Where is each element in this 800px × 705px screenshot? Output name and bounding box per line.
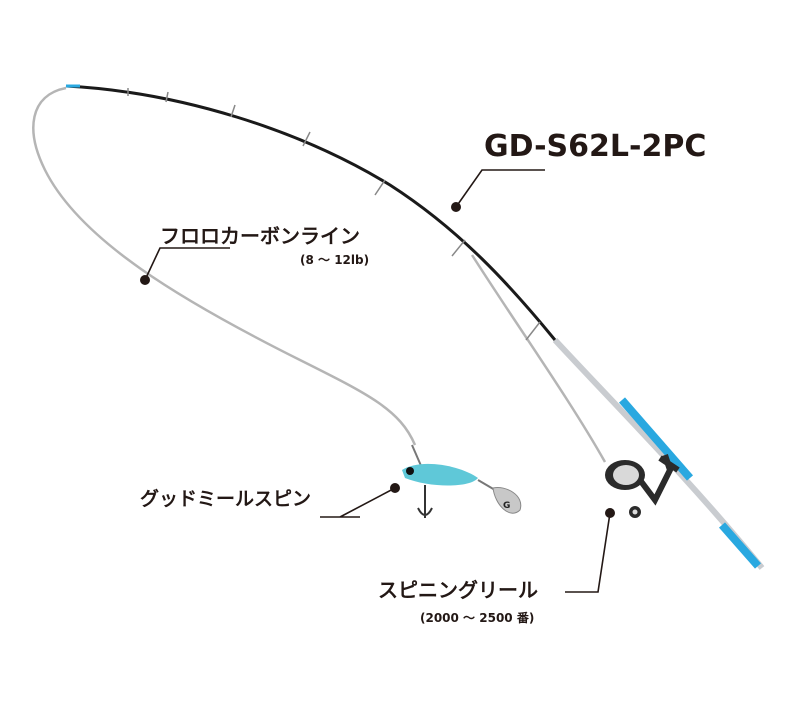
line-name-label: フロロカーボンライン (160, 224, 360, 248)
line-spec-label: (8 ～ 12lb) (300, 253, 369, 267)
reel-name-label: スピニングリール (378, 578, 538, 602)
fishing-line (32, 86, 417, 446)
rod-model-label: GD-S62L-2PC (484, 129, 706, 164)
lure-illustration: G (402, 444, 522, 518)
lure-name-label: グッドミールスピン (140, 487, 311, 510)
reel-spec-label: (2000 ～ 2500 番) (420, 610, 534, 625)
fishing-line-to-reel (470, 254, 607, 463)
line-callout-dot (140, 275, 150, 285)
reel-callout-dot (605, 508, 615, 518)
rod-blank (65, 84, 557, 341)
rod-guides (127, 88, 541, 341)
rod-callout-dot (451, 202, 461, 212)
rod-grip-rear (718, 522, 762, 569)
rod-grip-fore (618, 397, 694, 481)
callout-lines (144, 169, 611, 593)
blade-mark: G (503, 501, 510, 511)
lure-callout-dot (390, 483, 400, 493)
spinning-reel-illustration (605, 454, 680, 518)
